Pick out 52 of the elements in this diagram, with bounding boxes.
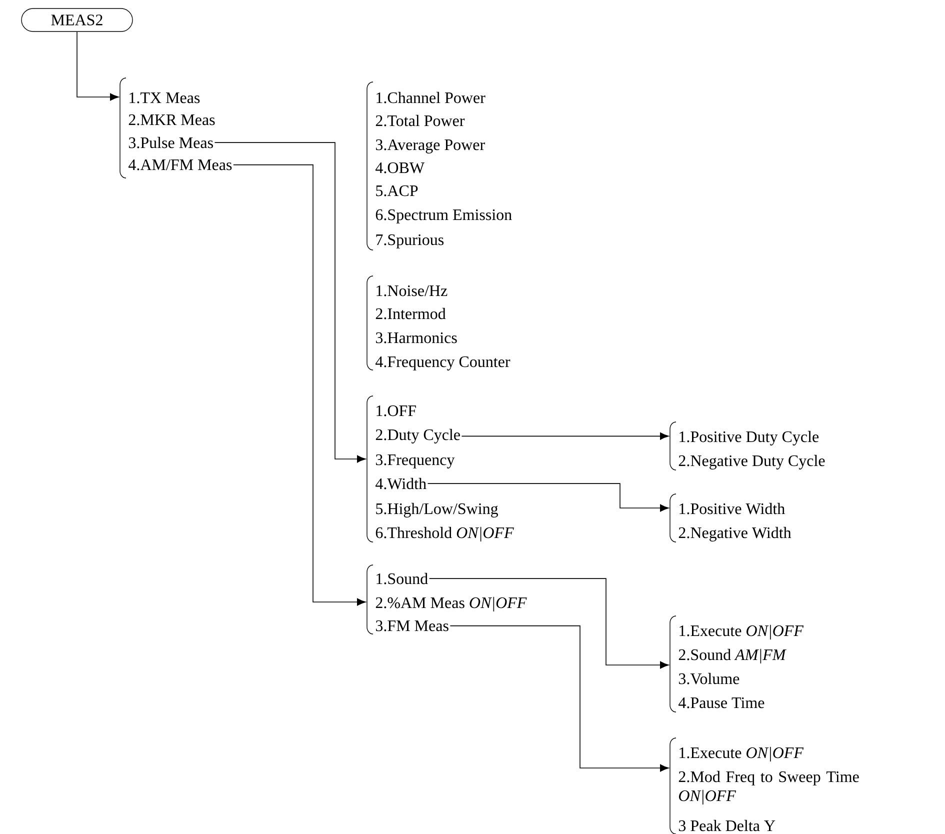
menu-item: 2.%AM Meas ON|OFF [376, 596, 527, 612]
menu-item: 6.Spectrum Emission [376, 209, 512, 224]
menu-item: 3.Frequency [376, 454, 455, 468]
menu-bracket [670, 494, 676, 542]
menu-item: 4.Frequency Counter [376, 356, 510, 370]
arrow [76, 31, 119, 101]
menu-item: 1.OFF [376, 405, 416, 416]
menu-item: 2.Mod Freq to Sweep Time ON|OFF [678, 770, 859, 804]
arrow [233, 164, 366, 606]
arrow [427, 483, 669, 512]
menu-item: 2.Sound AM|FM [678, 648, 786, 664]
menu-item: 1.Positive Duty Cycle [680, 430, 819, 446]
menu-item: 1.TX Meas [130, 92, 200, 104]
arrow [450, 625, 669, 772]
menu-item: 3.Volume [678, 672, 740, 684]
menu-item: 1.Noise/Hz [376, 285, 448, 296]
menu-item: 3.Harmonics [376, 332, 457, 344]
menu-item: 1.Sound [376, 572, 428, 584]
menu-bracket [670, 616, 676, 712]
menu-item: 2.MKR Meas [128, 114, 215, 126]
menu-item: 4.Width [376, 478, 426, 490]
menu-item: 3.Pulse Meas [128, 136, 213, 148]
menu-item: 5.ACP [376, 185, 418, 196]
menu-bracket [670, 422, 676, 470]
menu-bracket [366, 82, 374, 250]
menu-item: 3 Peak Delta Y [678, 820, 776, 832]
menu-item: 6.Threshold ON|OFF [376, 526, 514, 542]
arrow [214, 142, 366, 463]
menu-item: 2.Total Power [376, 114, 465, 126]
menu-key-box: MEAS2 [21, 8, 133, 32]
menu-bracket [670, 738, 676, 834]
menu-item: 2.Negative Duty Cycle [678, 454, 825, 470]
menu-item: 5.High/Low/Swing [376, 502, 498, 518]
menu-item: 7.Spurious [376, 234, 444, 248]
menu-item: 1.Execute ON|OFF [680, 746, 804, 762]
menu-item: 4.OBW [376, 162, 424, 174]
menu-item: 1.Channel Power [376, 92, 486, 104]
menu-item: 4.Pause Time [678, 697, 764, 708]
arrow [461, 432, 669, 440]
menu-bracket [366, 276, 374, 370]
menu-item: 2.Negative Width [678, 526, 792, 542]
menu-bracket [366, 564, 374, 634]
arrow [428, 578, 669, 669]
menu-bracket [120, 78, 126, 178]
menu-item: 2.Intermod [376, 308, 446, 320]
menu-item: 2.Duty Cycle [376, 428, 460, 444]
menu-item: 1.Positive Width [680, 502, 785, 514]
menu-item: 1.Execute ON|OFF [680, 624, 804, 640]
menu-item: 4.AM/FM Meas [128, 159, 232, 170]
menu-bracket [366, 396, 374, 542]
menu-item: 3.FM Meas [376, 620, 448, 632]
menu-item: 3.Average Power [376, 139, 485, 154]
